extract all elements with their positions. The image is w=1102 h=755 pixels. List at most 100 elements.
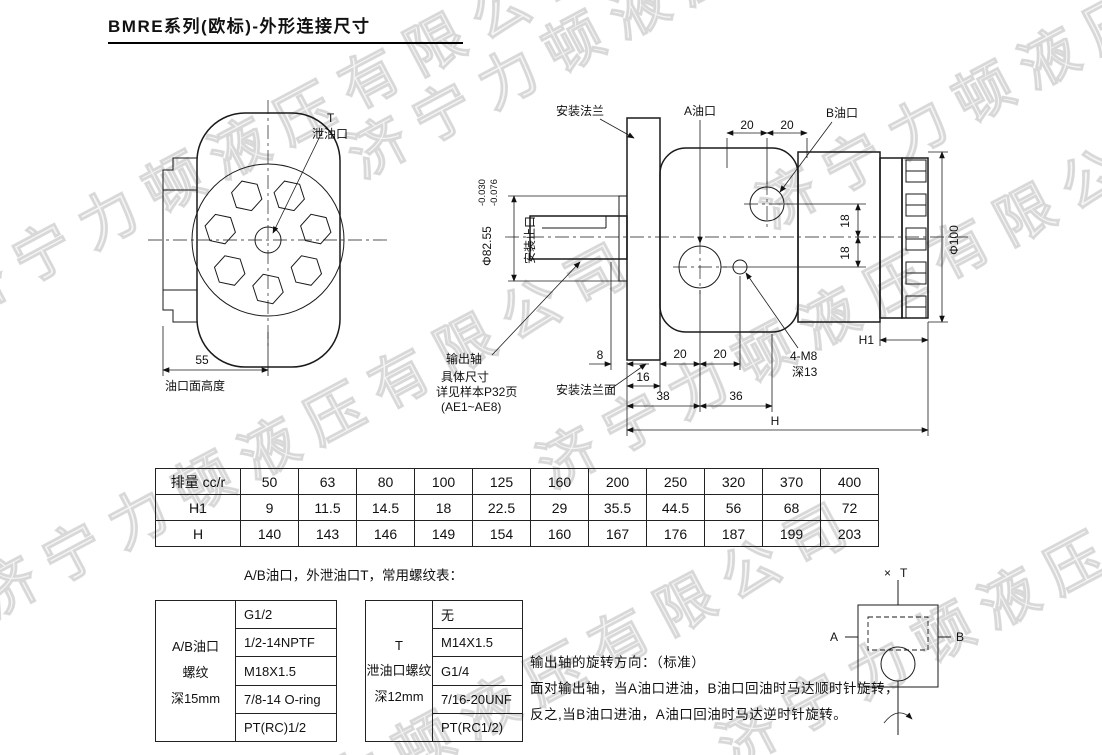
- table-cell: 203: [820, 520, 879, 547]
- a-port-label: A油口: [684, 104, 716, 118]
- table-cell: 167: [588, 520, 647, 547]
- thread-option: M18X1.5: [236, 657, 336, 686]
- dim-20-20-bottom: 20 20: [659, 276, 741, 370]
- row-label: 排量 cc/r: [155, 468, 241, 495]
- mounting-flange-plate: [626, 117, 661, 361]
- table-cell: 14.5: [356, 494, 415, 521]
- dim-55: 55: [162, 326, 269, 376]
- table-cell: 154: [472, 520, 531, 547]
- table-cell: 35.5: [588, 494, 647, 521]
- dim-38-36: 38 36: [626, 334, 773, 412]
- dim-8: 8: [589, 262, 649, 436]
- table-cell: 160: [530, 468, 589, 495]
- table-cell: 11.5: [298, 494, 357, 521]
- schematic-a-label: A: [830, 630, 838, 644]
- rotation-arrow: [883, 712, 913, 724]
- table-cell: 370: [762, 468, 821, 495]
- cross-mark: ×: [884, 566, 891, 580]
- drain-leader: [272, 131, 323, 234]
- table-cell: 56: [704, 494, 763, 521]
- thread-option: PT(RC1/2): [441, 719, 504, 735]
- table-cell: 29: [530, 494, 589, 521]
- flange-outline: [196, 112, 341, 368]
- table-cell: 50: [240, 468, 299, 495]
- front-view: T 泄油口 55 油口面高度: [148, 100, 388, 393]
- h-dim-label: H: [771, 414, 780, 428]
- h1-dim-label: H1: [859, 333, 875, 347]
- page-title: BMRE系列(欧标)-外形连接尺寸: [108, 12, 463, 44]
- svg-text:20: 20: [673, 347, 687, 361]
- table-cell: 176: [646, 520, 705, 547]
- table-cell: 160: [530, 520, 589, 547]
- dim-dia100: Φ100: [928, 151, 961, 323]
- rotation-direction-note: 输出轴的旋转方向：（标准） 面对输出轴，当A油口进油，B油口回油时马达顺时针旋转…: [530, 650, 899, 728]
- svg-text:38: 38: [656, 389, 670, 403]
- t-table-header: T 泄油口螺纹 深12mm: [366, 601, 433, 741]
- mounting-flange-label: 安装法兰: [556, 103, 604, 118]
- table-cell: 140: [240, 520, 299, 547]
- output-shaft: [529, 215, 628, 260]
- table-cell: 44.5: [646, 494, 705, 521]
- table-cell: 125: [472, 468, 531, 495]
- thread-option: PT(RC)1/2: [244, 719, 307, 735]
- port-face-profile: [162, 157, 197, 323]
- svg-text:20: 20: [740, 118, 754, 132]
- table-row: H 140 143 146 149 154 160 167 176 187 19…: [155, 520, 879, 547]
- svg-text:36: 36: [729, 389, 743, 403]
- rotor-circle: [191, 163, 345, 317]
- mounting-spigot: [618, 195, 628, 282]
- table-cell: 400: [820, 468, 879, 495]
- dim-h: H: [626, 414, 929, 433]
- svg-text:8: 8: [597, 348, 604, 362]
- rotation-line: 反之,当B油口进油，A油口回油时马达逆时针旋转。: [530, 707, 848, 722]
- thread-option: 7/16-20UNF: [433, 686, 522, 714]
- svg-text:(AE1~AE8): (AE1~AE8): [441, 400, 501, 414]
- tolerance-lower: -0.076: [489, 179, 500, 206]
- b-port-label: B油口: [826, 106, 858, 120]
- table-cell: 22.5: [472, 494, 531, 521]
- bolt-spec-label: 4-M8: [790, 349, 818, 363]
- schematic-t-label: T: [900, 566, 908, 580]
- svg-text:具体尺寸: 具体尺寸: [441, 370, 489, 384]
- center-hub: [254, 226, 282, 254]
- shaft-label: 输出轴: [446, 351, 482, 366]
- table-cell: 72: [820, 494, 879, 521]
- dim-h1: H1: [859, 322, 929, 436]
- end-cover-bolts: [905, 159, 927, 319]
- port-housing: [659, 147, 799, 333]
- ab-table-header: A/B油口 螺纹 深15mm: [156, 601, 236, 741]
- table-cell: 320: [704, 468, 763, 495]
- thread-option: G1/4: [433, 657, 522, 686]
- table-cell: 146: [356, 520, 415, 547]
- svg-text:20: 20: [713, 347, 727, 361]
- dim-55-label: 55: [195, 353, 209, 367]
- bolt-callout: 4-M8 深13: [745, 272, 818, 379]
- displacement-table: 排量 cc/r 50 63 80 100 125 160 200 250 320…: [155, 468, 879, 547]
- schematic-b-label: B: [956, 630, 964, 644]
- thread-option: M14X1.5: [433, 629, 522, 658]
- ab-port-thread-table: A/B油口 螺纹 深15mm G1/2 1/2-14NPTF M18X1.5 7…: [155, 600, 337, 742]
- table-row: 排量 cc/r 50 63 80 100 125 160 200 250 320…: [155, 468, 879, 495]
- bolt-depth-label: 深13: [792, 365, 818, 379]
- dim-20-20-top: 20 20: [726, 118, 808, 184]
- thread-option: 7/8-14 O-ring: [236, 686, 336, 714]
- svg-text:18: 18: [838, 214, 852, 228]
- dim-18-18: 18 18: [721, 203, 866, 268]
- row-label: H1: [155, 494, 241, 521]
- thread-option: 1/2-14NPTF: [236, 629, 336, 658]
- table-cell: 143: [298, 520, 357, 547]
- flange-face-label: 安装法兰面: [556, 382, 616, 397]
- thread-option: 无: [433, 601, 522, 630]
- table-cell: 199: [762, 520, 821, 547]
- rotation-line: 输出轴的旋转方向：（标准）: [530, 655, 706, 670]
- table-cell: 250: [646, 468, 705, 495]
- rotation-schematic: × T A B: [830, 566, 964, 735]
- table-cell: 9: [240, 494, 299, 521]
- svg-text:详见样本P32页: 详见样本P32页: [436, 384, 517, 399]
- table-row: H1 9 11.5 14.5 18 22.5 29 35.5 44.5 56 6…: [155, 494, 879, 521]
- flange-face-note: 安装法兰面: [556, 363, 647, 397]
- port-face-caption: 油口面高度: [165, 378, 225, 393]
- table-cell: 187: [704, 520, 763, 547]
- table-cell: 100: [414, 468, 473, 495]
